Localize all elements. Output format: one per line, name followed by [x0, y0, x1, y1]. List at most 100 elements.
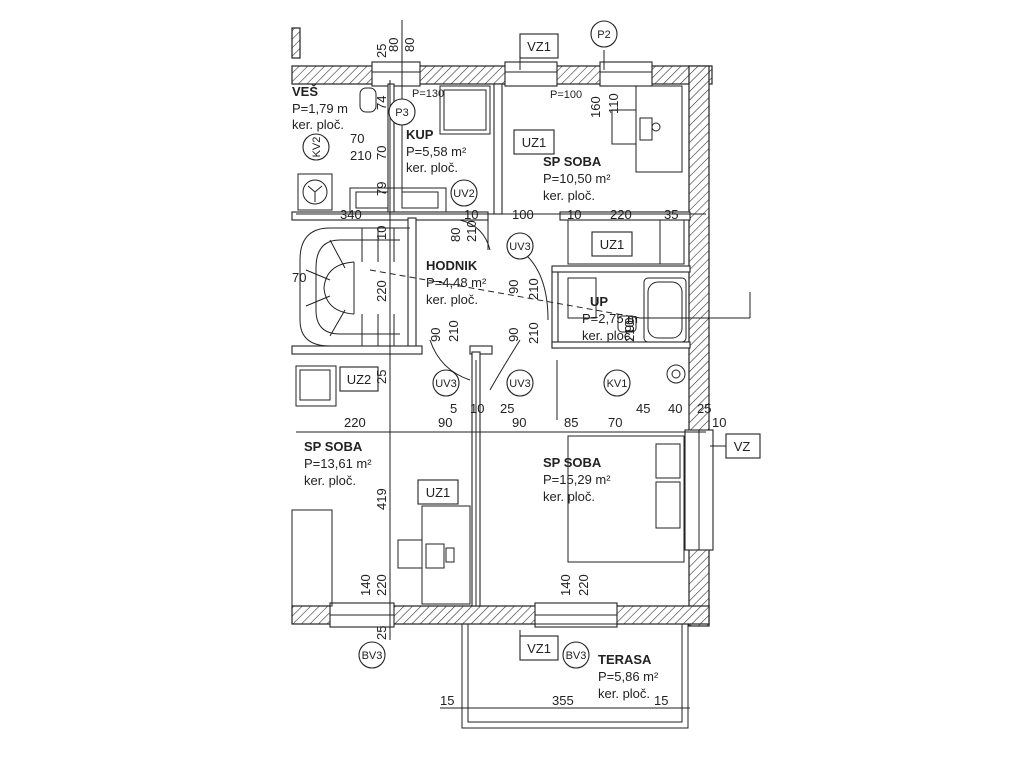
fixtures [291, 85, 687, 607]
label-circle_tags-bv3_l: BV3 [362, 650, 383, 662]
label-box_tags-uz1_bath: UZ1 [600, 237, 625, 252]
label-rooms-5-floor: ker. ploč. [304, 473, 356, 488]
label-dimensions-d70c: 70 [608, 415, 622, 430]
label-box_tags-vz1_top: VZ1 [527, 39, 551, 54]
label-rooms-0-name: VEŠ [292, 84, 318, 99]
label-circle_tags-uv3_top: UV3 [509, 241, 530, 253]
label-rooms-5-name: SP SOBA [304, 439, 363, 454]
tag-kv1: KV1 [603, 369, 631, 397]
label-rooms-3-area: P=4,48 m² [426, 275, 487, 290]
label-box_tags-uz1_kup: UZ1 [522, 135, 547, 150]
label-box_tags-vz1_bottom: VZ1 [527, 641, 551, 656]
label-dimensions-d85: 85 [564, 415, 578, 430]
label-dimensions-d90v4: 90 [622, 318, 637, 332]
label-rooms-2-name: SP SOBA [543, 154, 602, 169]
label-rooms-4-name: UP [590, 294, 608, 309]
tag-vz-right: VZ [725, 433, 761, 459]
tag-uz1-room: UZ1 [417, 479, 459, 505]
label-rooms-5-area: P=13,61 m² [304, 456, 372, 471]
terrace [461, 623, 689, 729]
tag-kv2: KV2 [302, 133, 330, 161]
label-dimensions-d80v: 80 [448, 228, 463, 242]
staircase [299, 227, 410, 347]
label-dimensions-d140a: 140 [358, 574, 373, 596]
label-dimensions-d220c: 220 [374, 574, 389, 596]
label-dimensions-d10a: 10 [464, 207, 478, 222]
label-rooms-1-area: P=5,58 m² [406, 144, 467, 159]
label-dimensions-d80a: 80 [386, 38, 401, 52]
room-kup: KUP P=5,58 m² ker. ploč. [406, 127, 467, 175]
parapet-130: P=130 [412, 88, 444, 100]
label-dimensions-d70b: 70 [374, 146, 389, 160]
label-circle_tags-kv1: KV1 [607, 378, 628, 390]
label-circle_tags-uv3_r: UV3 [509, 378, 530, 390]
label-dimensions-d40: 40 [668, 401, 682, 416]
label-rooms-6-area: P=15,29 m² [543, 472, 611, 487]
label-dimensions-d210v5: 210 [622, 320, 637, 342]
room-sp-soba-3: SP SOBA P=15,29 m² ker. ploč. [543, 455, 611, 504]
room-sp-soba-2: SP SOBA P=13,61 m² ker. ploč. [304, 439, 372, 488]
label-dimensions-d90a: 90 [438, 415, 452, 430]
tag-p3: P3 [388, 98, 416, 126]
label-dimensions-d15b: 15 [654, 693, 668, 708]
room-ves: VEŠ P=1,79 m ker. ploč. [292, 84, 348, 132]
label-circle_tags-p3: P3 [395, 107, 408, 119]
label-dimensions-d10d: 10 [712, 415, 726, 430]
label-box_tags-uz2: UZ2 [347, 372, 372, 387]
label-circle_tags-uv2: UV2 [453, 188, 474, 200]
label-dimensions-d220b: 220 [344, 415, 366, 430]
room-up: UP P=2,75 m ker. ploč. [582, 294, 638, 343]
tag-vz1-bottom: VZ1 [519, 635, 559, 661]
label-dimensions-d35: 35 [664, 207, 678, 222]
label-dimensions-d80b: 80 [402, 38, 417, 52]
tag-uv3-right: UV3 [506, 369, 534, 397]
label-dimensions-d25d: 25 [697, 401, 711, 416]
tag-uz1-kup: UZ1 [513, 129, 555, 155]
label-rooms-2-area: P=10,50 m² [543, 171, 611, 186]
label-rooms-4-floor: ker. ploč. [582, 328, 634, 343]
label-dimensions-d70a: 70 [350, 131, 364, 146]
tag-bv3-left: BV3 [358, 641, 386, 669]
label-circle_tags-bv3_r: BV3 [566, 650, 587, 662]
label-rooms-7-floor: ker. ploč. [598, 686, 650, 701]
room-hodnik: HODNIK P=4,48 m² ker. ploč. [426, 258, 487, 307]
label-dimensions-d340: 340 [340, 207, 362, 222]
label-dimensions-d110: 110 [606, 93, 621, 114]
label-dimensions-d15a: 15 [440, 693, 454, 708]
label-rooms-7-name: TERASA [598, 652, 652, 667]
label-rooms-1-floor: ker. ploč. [406, 160, 458, 175]
tag-p2: P2 [590, 20, 618, 48]
label-dimensions-d90v1: 90 [506, 280, 521, 294]
label-rooms-6-name: SP SOBA [543, 455, 602, 470]
label-dimensions-d70left: 70 [292, 270, 306, 285]
label-box_tags-vz_right: VZ [734, 439, 751, 454]
label-dimensions-d5: 5 [450, 401, 457, 416]
dimension-labels: 25 80 80 160 110 74 70 210 70 79 340 10 … [292, 38, 726, 708]
label-dimensions-d220d: 220 [576, 574, 591, 596]
label-rooms-7-area: P=5,86 m² [598, 669, 659, 684]
label-circle_tags-p2: P2 [597, 29, 610, 41]
label-rooms-0-floor: ker. ploč. [292, 117, 344, 132]
label-circle_tags-uv3_l: UV3 [435, 378, 456, 390]
label-dimensions-d79: 79 [374, 182, 389, 196]
label-dimensions-d220v: 220 [374, 280, 389, 302]
dimension-lines [296, 20, 751, 709]
label-dimensions-d210a: 210 [350, 148, 372, 163]
label-dimensions-d90b: 90 [512, 415, 526, 430]
tag-uz2: UZ2 [339, 366, 379, 392]
label-rooms-1-name: KUP [406, 127, 434, 142]
label-dimensions-d25e: 25 [374, 626, 389, 640]
label-dimensions-d419: 419 [374, 488, 389, 510]
label-dimensions-d25c: 25 [500, 401, 514, 416]
label-rooms-3-floor: ker. ploč. [426, 292, 478, 307]
tag-vz1-top: VZ1 [519, 33, 559, 59]
label-dimensions-d10c: 10 [470, 401, 484, 416]
label-dimensions-d74: 74 [374, 96, 389, 110]
label-dimensions-d90v2: 90 [428, 328, 443, 342]
label-dimensions-d100: 100 [512, 207, 534, 222]
label-box_tags-uz1_room: UZ1 [426, 485, 451, 500]
parapet-100: P=100 [550, 89, 582, 101]
label-rooms-6-floor: ker. ploč. [543, 489, 595, 504]
label-dimensions-d25v: 25 [374, 370, 389, 384]
